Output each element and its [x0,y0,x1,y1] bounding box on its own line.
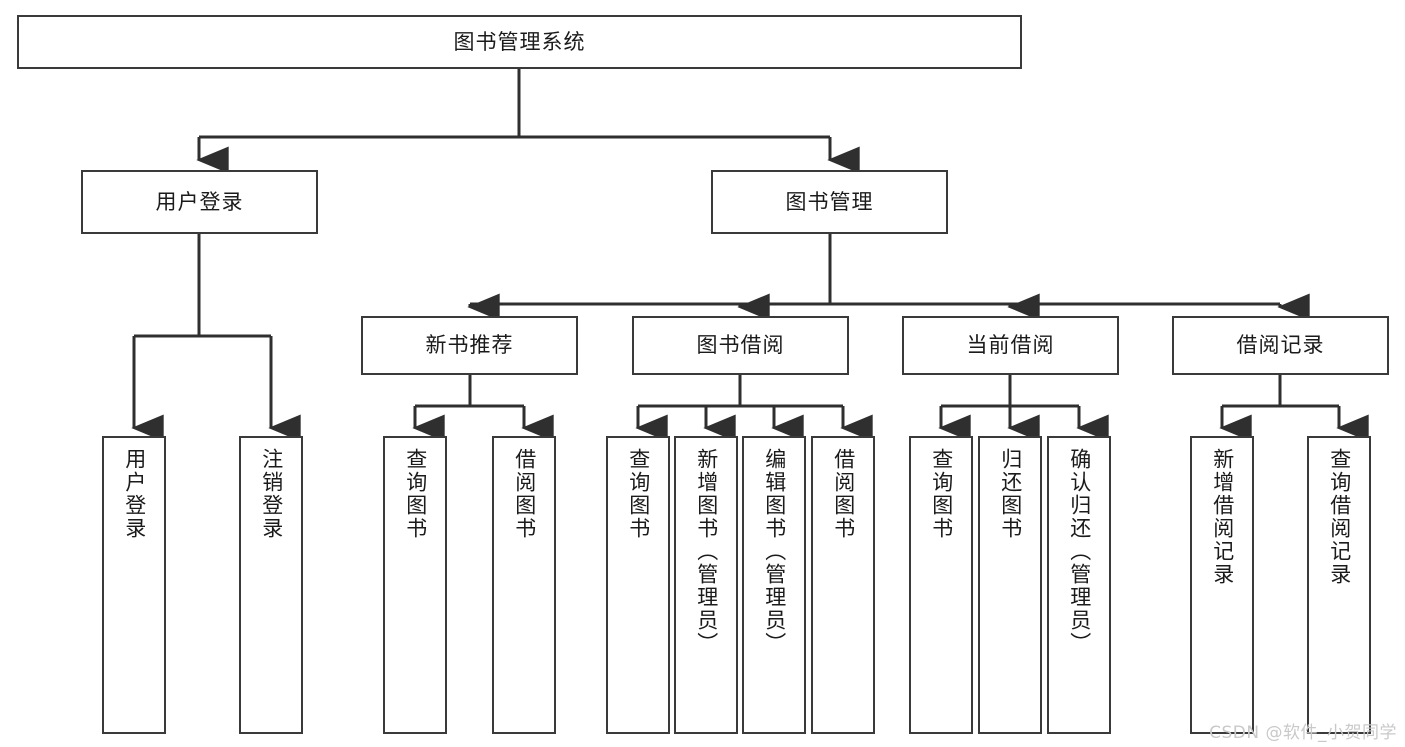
node-label: 归还图书 [998,448,1023,540]
node-leaf-query-record[interactable]: 查询借阅记录 [1307,436,1371,734]
node-leaf-user-logout[interactable]: 注销登录 [239,436,303,734]
node-label: 查询借阅记录 [1327,448,1352,586]
node-borrow-record[interactable]: 借阅记录 [1172,316,1389,375]
node-label: 新增图书（管理员） [694,448,719,655]
node-label: 用户登录 [155,189,244,214]
node-leaf-add-record[interactable]: 新增借阅记录 [1190,436,1254,734]
node-user-login[interactable]: 用户登录 [81,170,318,234]
node-label: 查询图书 [929,448,954,540]
node-label: 注销登录 [259,448,284,540]
node-label: 新书推荐 [425,333,514,358]
node-label: 借阅图书 [512,448,537,540]
node-label: 借阅记录 [1236,333,1325,358]
node-label: 查询图书 [626,448,651,540]
node-label: 图书管理系统 [453,29,586,54]
node-label: 当前借阅 [966,333,1055,358]
node-leaf-confirm-return[interactable]: 确认归还（管理员） [1047,436,1111,734]
node-label: 借阅图书 [831,448,856,540]
node-label: 查询图书 [403,448,428,540]
node-leaf-query-book-2[interactable]: 查询图书 [606,436,670,734]
node-label: 图书借阅 [696,333,785,358]
node-label: 新增借阅记录 [1210,448,1235,586]
node-leaf-borrow-book-1[interactable]: 借阅图书 [492,436,556,734]
node-current-borrow[interactable]: 当前借阅 [902,316,1119,375]
node-leaf-add-book[interactable]: 新增图书（管理员） [674,436,738,734]
node-label: 确认归还（管理员） [1067,448,1092,655]
node-leaf-query-book-3[interactable]: 查询图书 [909,436,973,734]
node-label: 用户登录 [122,448,147,540]
node-root-system[interactable]: 图书管理系统 [17,15,1022,69]
node-leaf-borrow-book-2[interactable]: 借阅图书 [811,436,875,734]
node-leaf-return-book[interactable]: 归还图书 [978,436,1042,734]
node-leaf-edit-book[interactable]: 编辑图书（管理员） [742,436,806,734]
csdn-watermark: CSDN @软件_小贺同学 [1209,723,1397,743]
node-label: 编辑图书（管理员） [762,448,787,655]
node-book-manage[interactable]: 图书管理 [711,170,948,234]
node-new-book-rec[interactable]: 新书推荐 [361,316,578,375]
node-book-borrow[interactable]: 图书借阅 [632,316,849,375]
node-leaf-query-book-1[interactable]: 查询图书 [383,436,447,734]
node-leaf-user-login[interactable]: 用户登录 [102,436,166,734]
node-label: 图书管理 [785,189,874,214]
